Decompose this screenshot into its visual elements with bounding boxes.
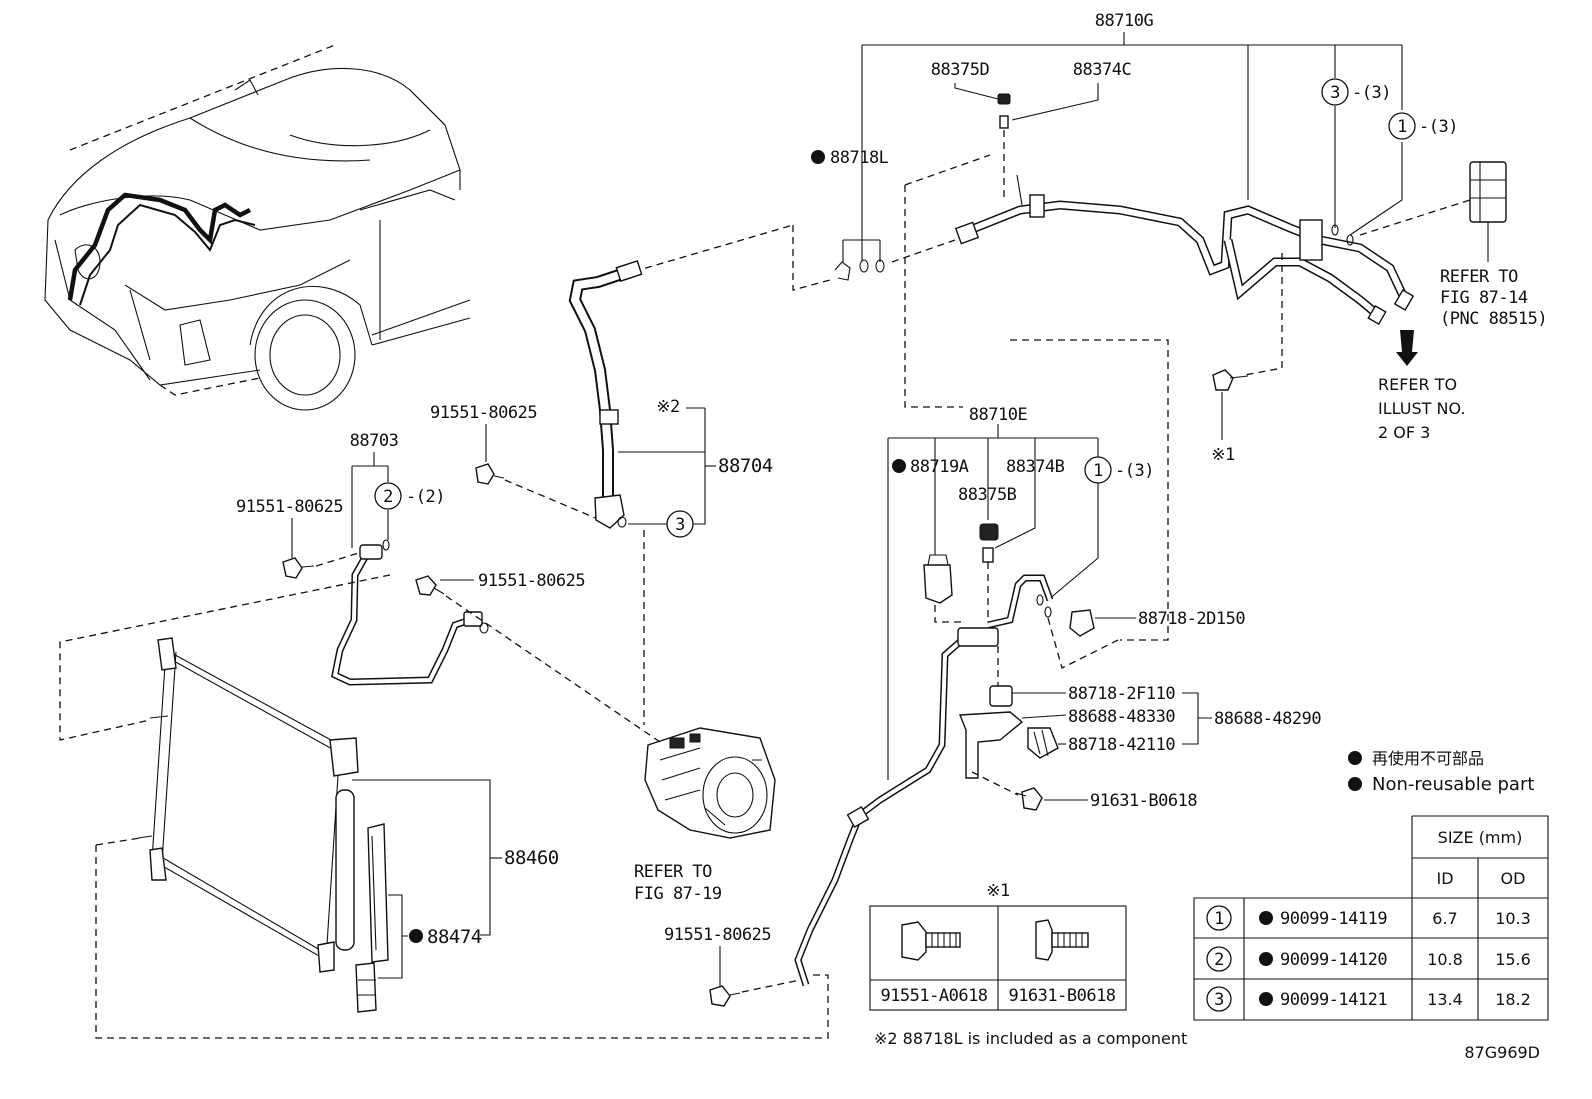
bolt-table-title: ※1 [986, 881, 1010, 901]
label-88703: 88703 [350, 431, 399, 451]
ring-1-qty-mid: -(3) [1115, 461, 1154, 481]
bolt-note-1-marker: ※1 [1211, 445, 1235, 465]
label-88688-48330: 88688-48330 [1068, 707, 1175, 727]
label-88460: 88460 [504, 847, 559, 869]
label-88375B: 88375B [958, 485, 1017, 505]
hose-88704-group: 91551-80625 ※2 88704 3 REFER TO FIG [430, 260, 776, 904]
table-row-3-part: 90099-14121 [1280, 990, 1387, 1010]
ring-3-qty-top: -(3) [1352, 83, 1391, 103]
figure-code: 87G969D [1464, 1043, 1540, 1062]
label-88718L: 88718L [830, 148, 889, 168]
label-88374B: 88374B [1006, 457, 1065, 477]
refer-arrow-icon [1396, 330, 1418, 366]
vehicle-front-illustration [44, 44, 471, 411]
table-row-3-id: 13.4 [1427, 990, 1463, 1009]
legend-en: Non-reusable part [1372, 774, 1534, 795]
refer-fig-87-14-line3: (PNC 88515) [1440, 309, 1547, 329]
table-row-1-part: 90099-14119 [1280, 909, 1387, 929]
refer-fig-87-14-line1: REFER TO [1440, 267, 1518, 287]
label-88688-48290: 88688-48290 [1214, 709, 1321, 729]
bolt-91551-80625-d-label: 91551-80625 [664, 925, 771, 945]
pipe-assembly-88710E: 88710E 88719A 88374B 88375B 1 -(3) 88718… [794, 405, 1322, 987]
label-88710E: 88710E [969, 405, 1028, 425]
legend: 再使用不可部品 Non-reusable part [1348, 749, 1534, 795]
refer-illust-line2: ILLUST NO. [1378, 399, 1465, 418]
table-row-1-ref: 1 [1214, 909, 1224, 929]
table-row-1-id: 6.7 [1432, 909, 1457, 928]
bolt-table: ※1 91551-A0618 91631-B0618 [869, 881, 1127, 1011]
bolt-91551-80625-c-label: 91551-80625 [478, 571, 585, 591]
table-row-2-id: 10.8 [1427, 950, 1463, 969]
bolt-table-item-1: 91551-A0618 [880, 986, 987, 1006]
label-91631-B0618: 91631-B0618 [1090, 791, 1197, 811]
hex-bolt-icon [1035, 919, 1089, 961]
table-row-3-od: 18.2 [1495, 990, 1531, 1009]
label-88474: 88474 [427, 926, 482, 948]
ring-1-marker-top: 1 [1397, 117, 1407, 137]
hose-assembly-88710G: 88710G 88375D 88374C 88718L 3 -(3) [621, 11, 1548, 641]
table-size-header: SIZE (mm) [1438, 828, 1523, 847]
label-88704: 88704 [718, 455, 773, 477]
refer-fig-87-19-line2: FIG 87-19 [634, 884, 722, 904]
flange-bolt-icon [901, 921, 961, 961]
bolt-91551-80625-a-label: 91551-80625 [236, 497, 343, 517]
bolt-table-item-2: 91631-B0618 [1008, 986, 1115, 1006]
refer-fig-87-14-line2: FIG 87-14 [1440, 288, 1528, 308]
label-88375D: 88375D [931, 60, 990, 80]
table-row-3-ref: 3 [1214, 990, 1224, 1010]
table-row-2-part: 90099-14120 [1280, 950, 1387, 970]
table-col-od: OD [1501, 869, 1526, 888]
refer-illust-line1: REFER TO [1378, 375, 1457, 394]
legend-jp: 再使用不可部品 [1372, 749, 1484, 768]
ring-3-marker-top: 3 [1330, 83, 1340, 103]
refer-illust-line3: 2 OF 3 [1378, 423, 1430, 442]
bolt-91551-80625-b-label: 91551-80625 [430, 403, 537, 423]
label-88719A: 88719A [910, 457, 969, 477]
ring-2-marker: 2 [383, 487, 393, 507]
table-row-1-od: 10.3 [1495, 909, 1531, 928]
ring-2-qty: -(2) [406, 487, 445, 507]
table-row-2-od: 15.6 [1495, 950, 1531, 969]
note-2-mark: ※2 [656, 397, 679, 417]
label-88718-42110: 88718-42110 [1068, 735, 1175, 755]
bolt-91551-80625-d-group: 91551-80625 [664, 925, 801, 1007]
table-row-2-ref: 2 [1214, 950, 1224, 970]
label-88710G: 88710G [1095, 11, 1154, 31]
table-col-id: ID [1436, 869, 1453, 888]
label-88374C: 88374C [1073, 60, 1131, 80]
ring-3-marker-mid: 3 [675, 515, 685, 535]
footnote-2: ※2 88718L is included as a component [874, 1029, 1187, 1048]
condenser-88460-group: 88460 88474 [95, 637, 829, 1039]
refer-fig-87-19-line1: REFER TO [634, 862, 712, 882]
ring-1-marker-mid: 1 [1093, 461, 1103, 481]
label-88718-2F110: 88718-2F110 [1068, 684, 1175, 704]
ring-1-qty-top: -(3) [1419, 117, 1458, 137]
label-88718-2D150: 88718-2D150 [1138, 609, 1245, 629]
compressor-icon [644, 727, 776, 839]
tube-88703-group: 88703 2 -(2) 91551-80625 91551-80625 [59, 431, 661, 743]
oring-size-table: SIZE (mm) ID OD 1 90099-14119 6.7 10.3 2… [1193, 815, 1549, 1021]
